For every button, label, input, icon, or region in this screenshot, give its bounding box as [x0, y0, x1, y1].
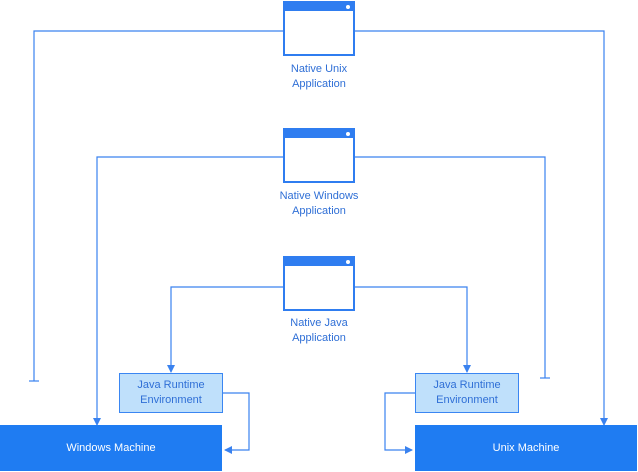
jre-label-line-1: Java Runtime [433, 379, 501, 391]
window-titlebar [285, 3, 353, 11]
window-dot-icon [346, 5, 350, 9]
edge-native-java-to-jre-right [355, 286, 471, 373]
window-titlebar [285, 130, 353, 138]
edge-jre-left-to-windows-machine [222, 392, 250, 454]
label-line-2: Application [292, 205, 346, 217]
label-line-2: Application [292, 78, 346, 90]
java-runtime-environment-left: Java Runtime Environment [119, 373, 223, 413]
label-line-1: Native Java [290, 317, 348, 329]
edge-native-java-to-jre-left [167, 286, 283, 373]
label-line-2: Application [292, 332, 346, 344]
edge-native-unix-to-windows-machine [33, 30, 283, 381]
native-java-application-label: Native Java Application [249, 316, 389, 346]
jre-label-line-2: Environment [140, 394, 202, 406]
label-line-1: Native Windows [279, 190, 359, 202]
label-line-1: Native Unix [290, 63, 348, 75]
edge-native-windows-to-windows-machine [93, 156, 283, 426]
native-unix-application-icon [283, 1, 355, 56]
native-unix-application-label: Native Unix Application [249, 62, 389, 92]
native-windows-application-icon [283, 128, 355, 183]
edge-jre-right-to-unix-machine [384, 392, 416, 454]
native-java-application-icon [283, 256, 355, 311]
windows-machine-box: Windows Machine [0, 425, 222, 471]
jre-label-line-1: Java Runtime [137, 379, 205, 391]
java-runtime-environment-right: Java Runtime Environment [415, 373, 519, 413]
unix-machine-box: Unix Machine [415, 425, 637, 471]
window-dot-icon [346, 260, 350, 264]
window-dot-icon [346, 132, 350, 136]
edge-native-windows-to-unix-machine [355, 156, 546, 378]
jre-label-line-2: Environment [436, 394, 498, 406]
window-titlebar [285, 258, 353, 266]
native-windows-application-label: Native Windows Application [249, 189, 389, 219]
edge-native-unix-to-unix-machine [355, 30, 608, 426]
